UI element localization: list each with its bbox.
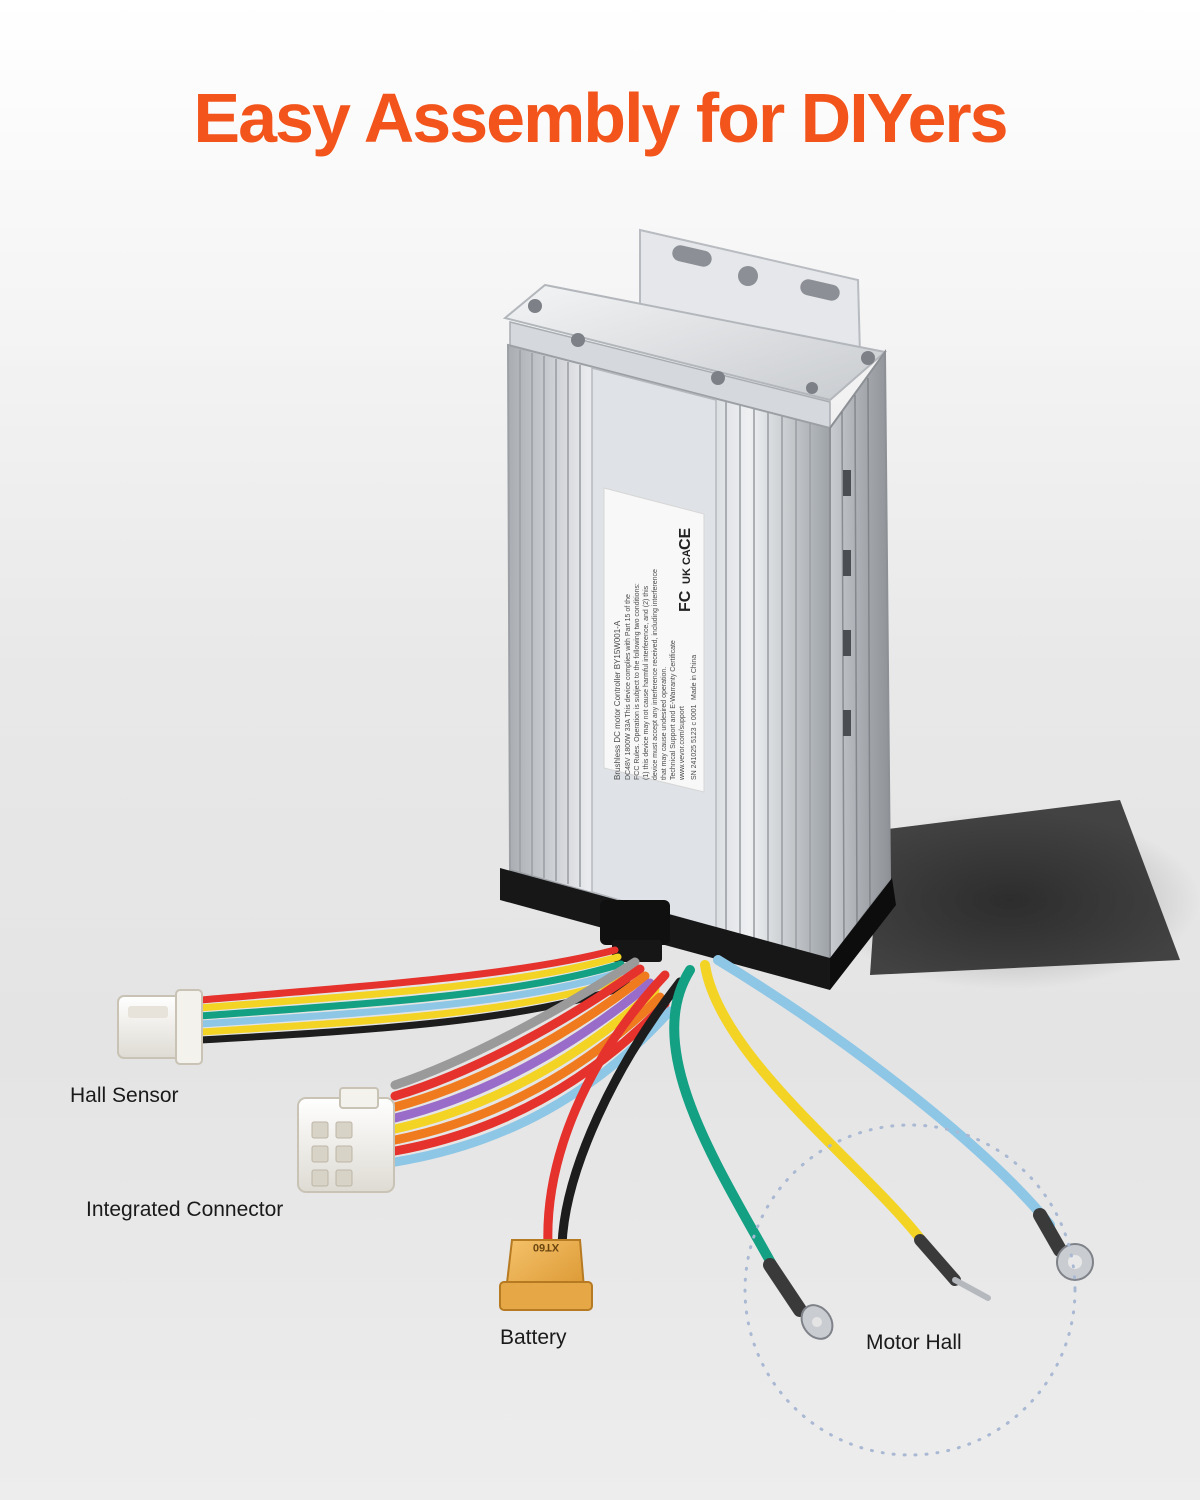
label-serial: SN 241025 5123 c 0001 bbox=[691, 704, 698, 780]
hall-sensor-label: Hall Sensor bbox=[70, 1084, 179, 1107]
label-line-5: device must accept any interference rece… bbox=[652, 569, 659, 780]
label-made-in: Made in China bbox=[691, 655, 698, 700]
integrated-connector-label: Integrated Connector bbox=[86, 1198, 284, 1221]
xt60-text: XT60 bbox=[533, 1241, 559, 1253]
label-line-6: that may cause undesired operation. bbox=[661, 667, 668, 780]
battery-connector: XT60 bbox=[499, 1239, 593, 1311]
hall-sensor-connector bbox=[117, 989, 203, 1065]
product-label: Brushless DC motor Controller BY15W001-A… bbox=[603, 487, 705, 793]
label-line-4: (1) this device may not cause harmful in… bbox=[643, 585, 650, 780]
battery-label: Battery bbox=[500, 1326, 567, 1349]
battery-wires bbox=[543, 970, 685, 1250]
controller-side-face bbox=[829, 348, 892, 963]
controller-top bbox=[502, 283, 888, 431]
label-line-7: Technical Support and E-Warranty Certifi… bbox=[670, 640, 677, 780]
label-line-2: DC48V 1800W 33A This device complies wit… bbox=[625, 594, 632, 780]
motor-hall-label: Motor Hall bbox=[866, 1331, 962, 1354]
integrated-connector bbox=[297, 1087, 395, 1193]
motor-terminals bbox=[763, 1208, 1094, 1340]
fcc-mark: FC bbox=[677, 590, 694, 612]
controller-shadow bbox=[820, 800, 1200, 990]
mounting-bracket bbox=[639, 228, 862, 357]
label-line-1: Brushless DC motor Controller BY15W001-A bbox=[613, 620, 622, 780]
dotted-circle-icon bbox=[743, 1123, 1077, 1457]
label-line-8: www.vevor.com/support bbox=[679, 706, 686, 781]
motor-phase-wires bbox=[669, 955, 1055, 1275]
page-title: Easy Assembly for DIYers bbox=[193, 79, 1008, 157]
ce-mark: CE bbox=[677, 527, 694, 550]
ukca-mark: UK CA bbox=[681, 549, 693, 584]
label-line-3: FCC Rules. Operation is subject to the f… bbox=[634, 583, 641, 780]
controller-base bbox=[500, 868, 896, 990]
